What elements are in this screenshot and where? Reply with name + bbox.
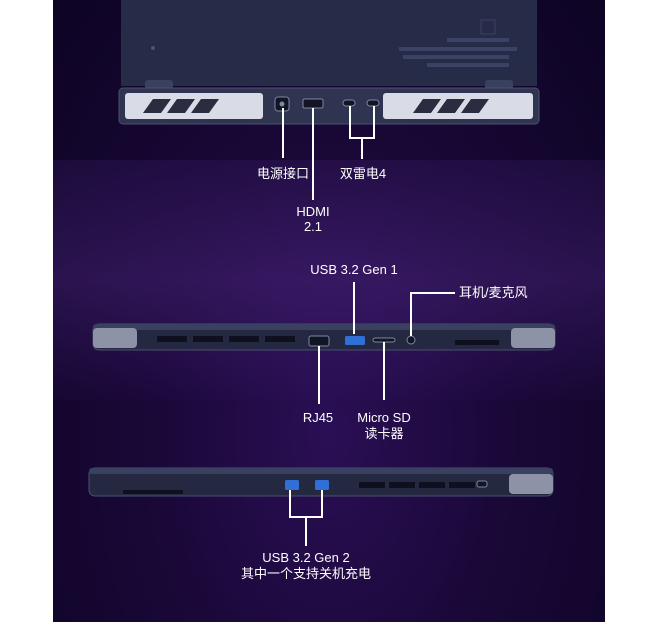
underside-screw	[151, 46, 155, 50]
callout-line-power	[282, 108, 284, 158]
laptop-left-side-view	[88, 467, 554, 497]
callout-bracket-usb-right	[321, 490, 323, 518]
left-side-vents	[123, 482, 475, 494]
label-headphone-mic: 耳机/麦克风	[459, 285, 528, 300]
callout-line-usb-gen1	[353, 282, 355, 334]
laptop-right-side-view	[92, 323, 556, 351]
usb-port-left-1	[285, 480, 299, 490]
label-microsd-line1: Micro SD	[357, 410, 411, 425]
hdmi-port	[302, 98, 324, 109]
label-thunderbolt: 双雷电4	[339, 166, 387, 181]
right-side-vents	[157, 336, 499, 345]
laptop-rear-view	[118, 0, 540, 125]
dark-purple-panel: 电源接口 双雷电4 HDMI 2.1 USB 3.2 Gen 1	[53, 0, 605, 622]
rj45-port	[308, 335, 330, 347]
callout-line-rj45	[318, 346, 320, 404]
left-side-end-cap-right	[509, 474, 553, 494]
callout-line-hdmi	[312, 108, 314, 200]
label-usb-gen1: USB 3.2 Gen 1	[310, 262, 398, 277]
background-glow	[53, 160, 605, 400]
callout-line-headphone-h	[411, 292, 455, 294]
callout-line-tb	[361, 137, 363, 159]
right-side-lid	[93, 324, 555, 330]
kensington-lock	[476, 480, 488, 488]
left-side-lid	[89, 468, 553, 474]
headphone-jack	[406, 335, 416, 345]
right-side-end-cap-left	[93, 328, 137, 348]
callout-line-usb-gen2	[305, 516, 307, 546]
rear-vent-left	[125, 93, 263, 119]
label-hdmi-line1: HDMI	[296, 204, 330, 219]
callout-line-headphone-v	[410, 292, 412, 336]
callout-line-microsd	[383, 342, 385, 400]
usb-port-right	[345, 336, 365, 345]
callout-bracket-tb-left	[349, 106, 351, 139]
usb-port-left-2	[315, 480, 329, 490]
label-hdmi-line2: 2.1	[303, 219, 323, 234]
label-microsd-line2: 读卡器	[364, 426, 404, 441]
label-usb-gen2-line1: USB 3.2 Gen 2	[262, 550, 350, 565]
label-power-port: 电源接口	[256, 166, 309, 181]
callout-bracket-usb-left	[289, 490, 291, 518]
right-side-end-cap-right	[511, 328, 555, 348]
regulatory-marks	[399, 19, 517, 67]
label-usb-gen2-line2: 其中一个支持关机充电	[240, 566, 371, 581]
rear-ports	[274, 96, 380, 112]
callout-bracket-tb-right	[373, 106, 375, 139]
laptop-underside	[121, 0, 537, 86]
label-rj45: RJ45	[302, 410, 334, 425]
